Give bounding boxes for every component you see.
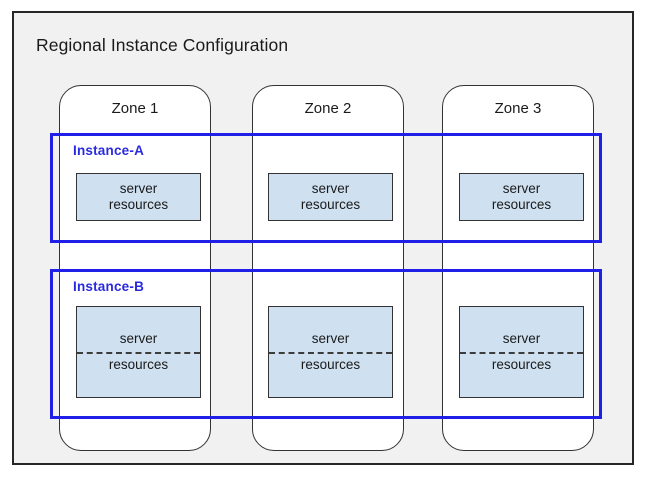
zone-label-2: Zone 2	[304, 100, 352, 117]
server-resources-line-2: resources	[108, 357, 169, 372]
server-resources-line-2: resources	[300, 197, 361, 212]
page-title: Regional Instance Configuration	[36, 35, 289, 55]
server-resources-line-2: resources	[108, 197, 169, 212]
server-resources-box[interactable]: server resources	[268, 173, 393, 221]
server-resources-box[interactable]: server resources	[76, 173, 201, 221]
server-resources-line-1: server	[119, 331, 158, 346]
zone-label-1: Zone 1	[111, 100, 159, 117]
resource-divider-line	[269, 352, 392, 354]
server-resources-line-1: server	[502, 181, 541, 196]
resource-divider-line	[460, 352, 583, 354]
server-resources-box[interactable]: server resources	[76, 306, 201, 398]
server-resources-box[interactable]: server resources	[459, 306, 584, 398]
region-container: Regional Instance Configuration Zone 1 Z…	[12, 11, 634, 465]
resource-divider-line	[77, 352, 200, 354]
server-resources-line-2: resources	[300, 357, 361, 372]
server-resources-line-2: resources	[491, 197, 552, 212]
server-resources-line-1: server	[119, 181, 158, 196]
server-resources-line-1: server	[311, 331, 350, 346]
server-resources-line-1: server	[502, 331, 541, 346]
server-resources-line-1: server	[311, 181, 350, 196]
server-resources-box[interactable]: server resources	[268, 306, 393, 398]
server-resources-line-2: resources	[491, 357, 552, 372]
zone-label-3: Zone 3	[494, 100, 542, 117]
server-resources-box[interactable]: server resources	[459, 173, 584, 221]
